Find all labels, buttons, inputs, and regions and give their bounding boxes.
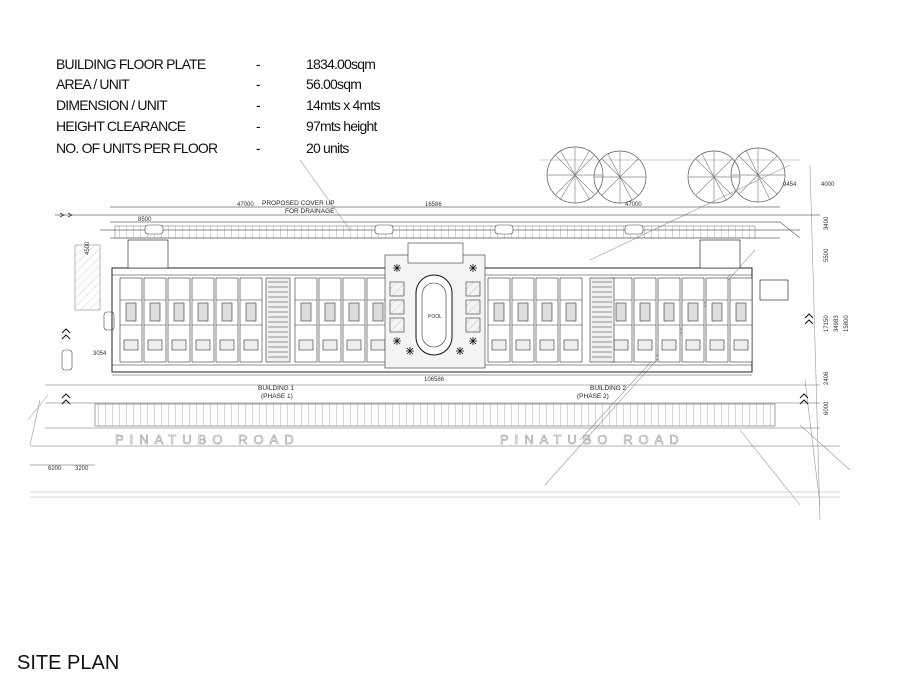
palm-icon: [406, 347, 414, 355]
unit: [167, 277, 191, 363]
spec-value: 20 units: [306, 140, 349, 156]
unit: [239, 277, 263, 363]
site-plan-drawing: PROPOSED COVER UP FOR DRAINAGE 47000 165…: [27, 146, 851, 521]
palm-trees: [393, 264, 477, 355]
road-label-left: PINATUBO ROAD: [115, 432, 300, 447]
unit: [729, 277, 753, 363]
dim-bottom-mid: 106586: [424, 377, 445, 383]
spec-value: 56.00sqm: [306, 76, 362, 92]
palm-icon: [469, 264, 477, 272]
parked-cars-north: [144, 224, 644, 235]
dim-right-b: 4000: [821, 182, 835, 188]
spec-value: 1834.00sqm: [306, 56, 376, 72]
dim-right-f: 34983: [834, 315, 840, 332]
unit: [511, 277, 535, 363]
unit: [681, 277, 705, 363]
spec-label: HEIGHT CLEARANCE: [56, 118, 186, 134]
car-icon: [374, 224, 394, 235]
dim-top-small: 8500: [138, 217, 152, 223]
units-phase-1: [119, 277, 390, 363]
unit: [318, 277, 342, 363]
unit: [342, 277, 366, 363]
palm-icon: [393, 337, 401, 345]
core-stair: [265, 277, 291, 363]
stair-tower-east: [699, 239, 741, 269]
dim-left-a: 4500: [85, 241, 91, 255]
car-icon: [494, 224, 514, 235]
unit: [143, 277, 167, 363]
unit: [215, 277, 239, 363]
spec-dash: -: [256, 56, 261, 72]
road-label-right: PINATUBO ROAD: [500, 432, 685, 447]
spec-value: 97mts height: [306, 118, 377, 134]
cover-note-line-1: PROPOSED COVER UP: [262, 200, 335, 207]
dim-right-e: 17150: [824, 315, 830, 332]
pool: [415, 274, 453, 356]
dim-top-right: 47000: [625, 202, 642, 208]
parked-cars-west: [61, 311, 115, 371]
dim-left-b: 3054: [93, 351, 107, 357]
spec-dash: -: [256, 140, 261, 156]
dim-right-d: 5500: [824, 248, 830, 262]
amenity-court: [384, 242, 486, 369]
dim-top-left: 47000: [237, 202, 254, 208]
spec-dash: -: [256, 97, 261, 113]
stair-tower-west: [127, 239, 169, 269]
building-1-phase: (PHASE 1): [261, 393, 293, 400]
unit: [119, 277, 143, 363]
dim-bottom-left-a: 6200: [48, 466, 62, 472]
unit: [559, 277, 583, 363]
tree-cluster-right: [687, 147, 786, 204]
core-stair: [589, 277, 615, 363]
dim-right-c: 3400: [824, 216, 830, 230]
units-phase-2: [487, 277, 753, 363]
spec-value: 14mts x 4mts: [306, 97, 380, 113]
dim-right-i: 6000: [824, 401, 830, 415]
spec-label: BUILDING FLOOR PLATE: [56, 56, 206, 72]
west-driveway: [74, 244, 101, 311]
spec-label: NO. OF UNITS PER FLOOR: [56, 140, 218, 156]
cover-note-line-2: FOR DRAINAGE: [285, 208, 335, 215]
unit: [487, 277, 511, 363]
unit: [191, 277, 215, 363]
south-road: [30, 384, 840, 498]
palm-icon: [456, 347, 464, 355]
north-parking-row: [114, 225, 756, 239]
palm-icon: [393, 264, 401, 272]
dim-top-mid: 16586: [425, 202, 442, 208]
car-icon: [624, 224, 644, 235]
pool-label: POOL: [428, 314, 442, 320]
building-1-label: BUILDING 1: [258, 385, 295, 392]
building-2-phase: (PHASE 2): [577, 393, 609, 400]
car-icon: [144, 224, 164, 235]
dim-right-g: 15800: [844, 315, 850, 332]
spec-dash: -: [256, 118, 261, 134]
dim-right-h: 2406: [824, 371, 830, 385]
dim-right-a: 9454: [783, 182, 797, 188]
direction-arrows: [61, 313, 814, 405]
unit: [535, 277, 559, 363]
spec-label: DIMENSION / UNIT: [56, 97, 168, 113]
dim-bottom-left-b: 3200: [75, 466, 89, 472]
building-2-label: BUILDING 2: [590, 385, 627, 392]
unit: [633, 277, 657, 363]
unit: [294, 277, 318, 363]
car-icon: [61, 349, 73, 371]
unit: [705, 277, 729, 363]
guard-house: [759, 279, 789, 301]
spec-label: AREA / UNIT: [56, 76, 130, 92]
unit: [657, 277, 681, 363]
spec-dash: -: [256, 76, 261, 92]
palm-icon: [469, 337, 477, 345]
site-plan-caption: SITE PLAN: [17, 652, 120, 674]
tree-cluster-left: [546, 146, 647, 204]
